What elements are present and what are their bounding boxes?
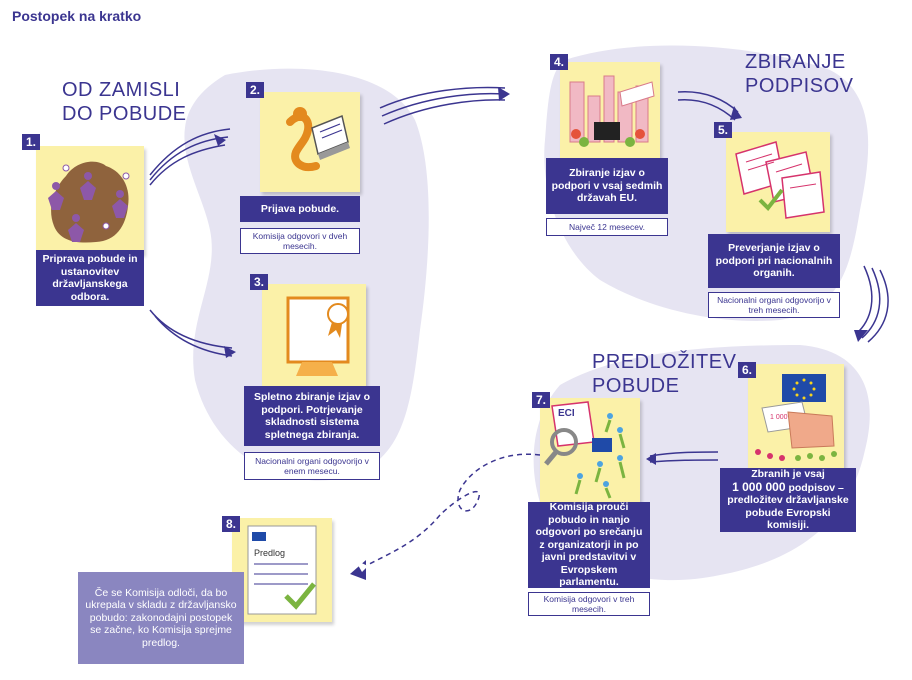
forms-icon — [735, 141, 825, 219]
step-5-description: Preverjanje izjav o podpori pri nacional… — [708, 234, 840, 288]
step-3-number: 3. — [250, 274, 268, 290]
city-skyline-icon — [569, 75, 649, 143]
document-label: Predlog — [254, 548, 285, 558]
arrow-2-to-4 — [379, 86, 506, 109]
step-8-number: 8. — [222, 516, 240, 532]
eci-label: ECI — [558, 408, 575, 419]
step-2-note: Komisija odgovori v dveh mesecih. — [240, 228, 360, 254]
step-5-number: 5. — [714, 122, 732, 138]
step-6-number: 6. — [738, 362, 756, 378]
step-8-illustration: Predlog — [232, 518, 332, 622]
section-title-idea: OD ZAMISLI DO POBUDE — [62, 79, 187, 125]
step-7-description: Komisija prouči pobudo in nanjo odgovori… — [528, 501, 650, 588]
dashed-arrow-7-to-8 — [361, 453, 541, 569]
step-2-illustration — [260, 92, 360, 192]
step-2-number: 2. — [246, 82, 264, 98]
arrow-5-to-6 — [867, 269, 889, 343]
arrow-6-to-7 — [649, 451, 719, 457]
step-4-description: Zbiranje izjav o podpori v vsaj sedmih d… — [546, 158, 668, 214]
step-1-number: 1. — [22, 134, 40, 150]
person-laptop-icon — [286, 112, 320, 171]
checkmark-icon — [758, 188, 784, 212]
step-3-note: Nacionalni organi odgovorijo v enem mese… — [244, 452, 380, 480]
step-3-description: Spletno zbiranje izjav o podpori. Potrje… — [244, 386, 380, 446]
page-title: Postopek na kratko — [12, 8, 142, 24]
section-title-signatures: ZBIRANJE PODPISOV — [745, 51, 854, 97]
section-title-submission: PREDLOŽITEV POBUDE — [592, 351, 737, 397]
step-8-description: Če se Komisija odloči, da bo ukrepala v … — [78, 572, 244, 664]
parcels-icon — [787, 411, 835, 449]
step-4-note: Največ 12 mesecev. — [546, 218, 668, 236]
step-3-illustration — [262, 284, 366, 388]
checkmark-icon — [284, 582, 316, 610]
step-1-illustration — [36, 146, 144, 254]
step-5-illustration — [726, 132, 830, 232]
ballot-label: 1 000 000 — [770, 414, 801, 421]
europe-map-icon — [51, 161, 129, 243]
step-1-description: Priprava pobude in ustanovitev državljan… — [36, 250, 144, 306]
step-7-number: 7. — [532, 392, 550, 408]
step-5-note: Nacionalni organi odgovorijo v treh mese… — [708, 292, 840, 318]
step-6-illustration: 1 000 000 — [748, 364, 844, 468]
magnifier-icon — [550, 428, 578, 456]
arrow-1-to-2 — [149, 144, 226, 186]
step-4-number: 4. — [550, 54, 568, 70]
ballot-box-icon — [594, 122, 620, 140]
step-7-note: Komisija odgovori v treh mesecih. — [528, 592, 650, 616]
step-6-description: Zbranih je vsaj 1 000 000 podpisov – pre… — [720, 468, 856, 532]
step-7-illustration: ECI — [540, 398, 640, 502]
lavender-blob-1 — [184, 68, 429, 481]
step-4-illustration — [560, 62, 660, 158]
step-2-description: Prijava pobude. — [240, 196, 360, 222]
document-icon — [247, 525, 317, 615]
seal-icon — [327, 303, 349, 325]
